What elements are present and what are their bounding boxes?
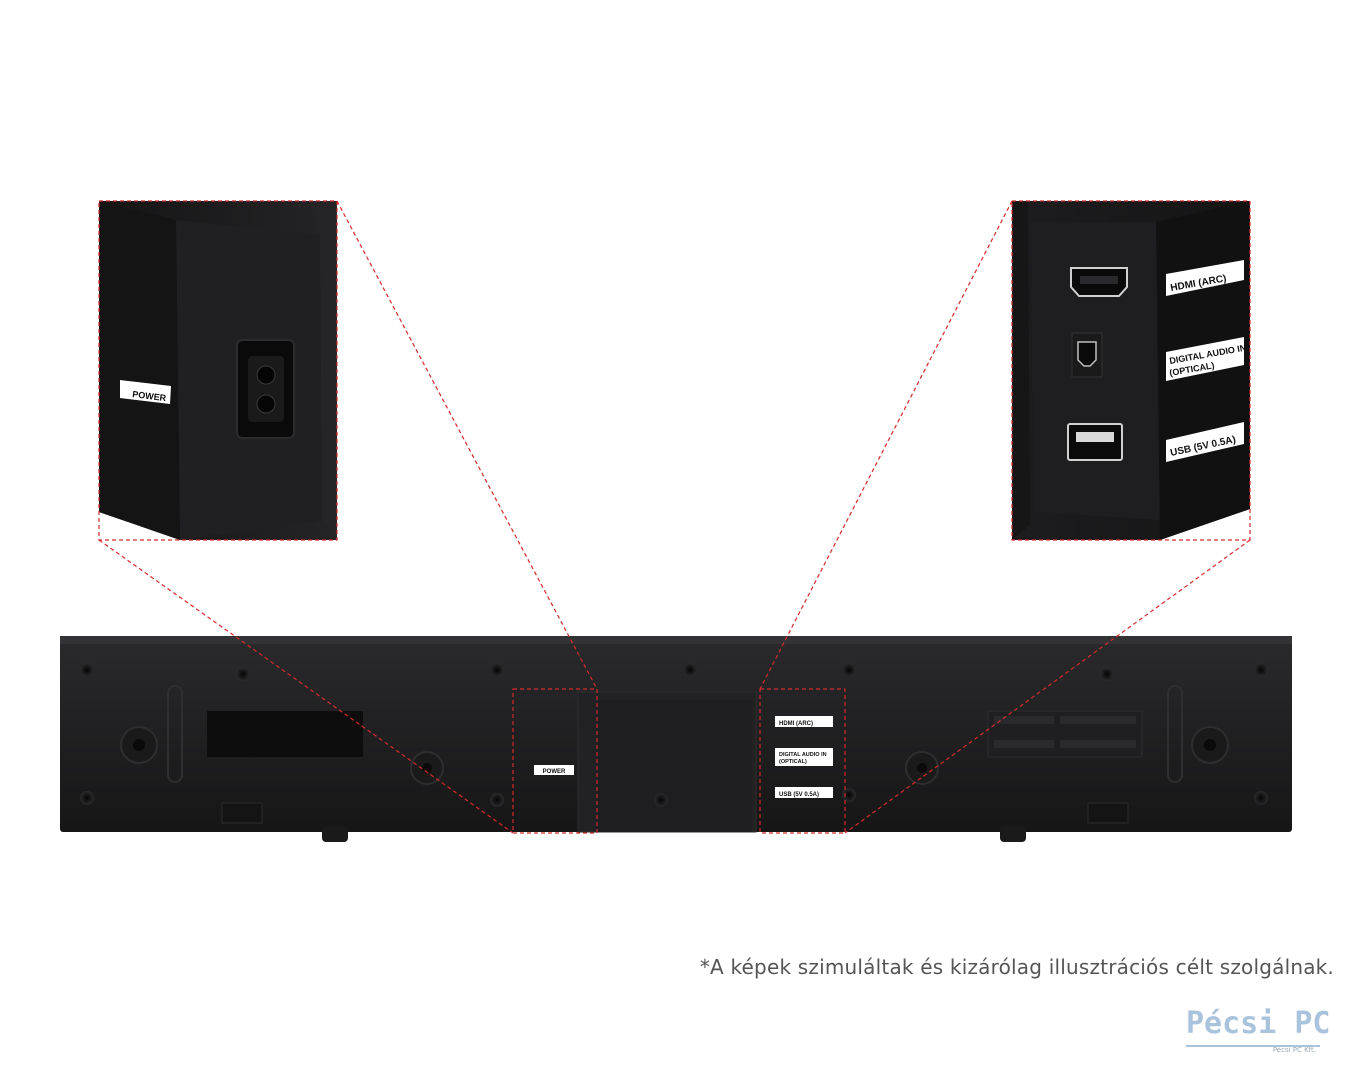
- logo-underline: [1186, 1045, 1320, 1047]
- svg-text:USB (5V 0.5A): USB (5V 0.5A): [779, 792, 819, 798]
- logo-subtitle: Pécsi PC Kft.: [1272, 1046, 1316, 1054]
- usb-port-icon: [1067, 423, 1123, 461]
- highlight-power-area: [512, 688, 598, 834]
- bar-usb-label: USB (5V 0.5A): [775, 787, 833, 798]
- hdmi-port-icon: [1070, 267, 1128, 297]
- disclaimer-text: *A képek szimuláltak és kizárólag illusz…: [699, 955, 1334, 979]
- highlight-io-area: [759, 688, 846, 834]
- bar-hdmi-label: HDMI (ARC): [775, 716, 833, 727]
- zoom-connector-lines: [98, 200, 1251, 834]
- power-socket-icon: [236, 339, 295, 439]
- svg-text:POWER: POWER: [132, 389, 167, 403]
- svg-text:HDMI (ARC): HDMI (ARC): [779, 721, 813, 727]
- zoom-panel-io: HDMI (ARC) DIGITAL AUDIO IN (OPTICAL) US…: [1011, 200, 1251, 541]
- vent-left: [207, 711, 363, 757]
- svg-text:(OPTICAL): (OPTICAL): [779, 759, 807, 765]
- wall-mount-slot-left: [167, 685, 183, 783]
- wall-mount-slot-right: [1167, 685, 1183, 783]
- zoom-panel-power: POWER: [98, 200, 338, 541]
- svg-text:DIGITAL AUDIO IN: DIGITAL AUDIO IN: [779, 752, 827, 758]
- zoom-power-label: POWER: [120, 380, 171, 404]
- screws: [80, 663, 1268, 807]
- optical-port-icon: [1071, 332, 1103, 378]
- soundbar-body: POWER HDMI (ARC) DIGITAL AUDIO IN (OPTIC…: [60, 636, 1292, 842]
- bar-power-label: POWER: [534, 765, 574, 775]
- foot-left: [322, 826, 348, 842]
- bar-optical-label: DIGITAL AUDIO IN (OPTICAL): [775, 748, 833, 766]
- svg-text:POWER: POWER: [543, 769, 566, 775]
- brand-logo: Pécsi PC Pécsi PC Kft.: [1186, 1006, 1331, 1076]
- foot-right: [1000, 826, 1026, 842]
- logo-name: Pécsi PC: [1186, 1006, 1331, 1041]
